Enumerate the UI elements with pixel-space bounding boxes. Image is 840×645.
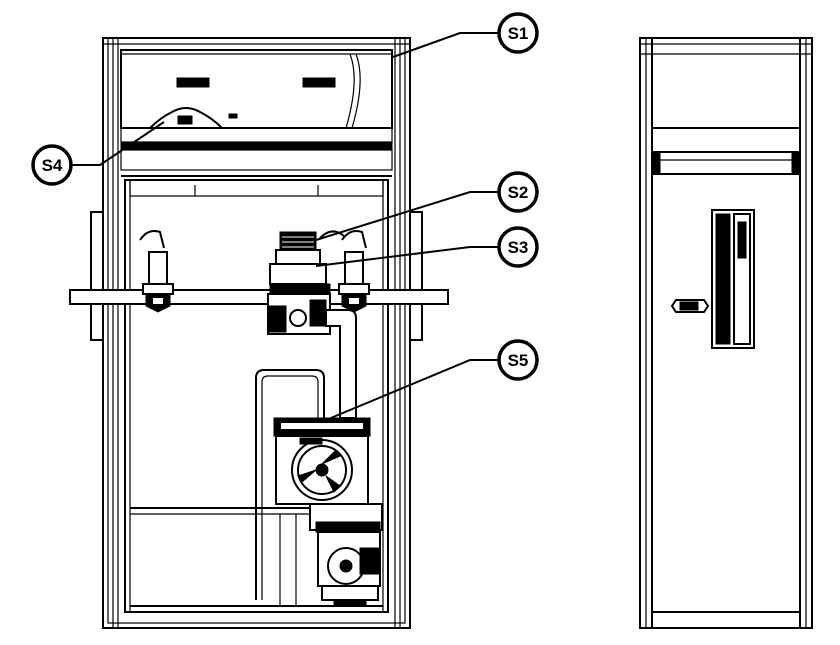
side-access-slot [711, 209, 755, 349]
control-compartment [120, 49, 393, 129]
callout-s1-label: S1 [508, 24, 529, 43]
leader-s3 [315, 246, 500, 267]
side-cabinet-outer [639, 37, 813, 629]
right-solenoid-valve [338, 230, 370, 313]
callout-s2-label: S2 [508, 183, 529, 202]
central-gas-valve [267, 230, 345, 335]
callout-s4: S4 [31, 144, 73, 186]
gas-manifold-pipe [69, 289, 449, 305]
leader-s5 [325, 359, 500, 421]
u-tube-outer [255, 369, 325, 600]
combustion-blower [273, 417, 371, 505]
gas-supply-pipe [325, 309, 357, 419]
leader-s4 [70, 121, 165, 166]
leader-s2 [315, 191, 500, 241]
front-cabinet-inner-edge [107, 37, 406, 624]
callout-s2: S2 [497, 171, 539, 213]
front-view-cabinet [69, 37, 449, 629]
callout-s3: S3 [497, 226, 539, 268]
leader-lines [70, 32, 500, 421]
control-slot-left [176, 77, 210, 88]
control-slot-right [302, 77, 336, 88]
side-view-cabinet [639, 37, 813, 629]
callout-s3-label: S3 [508, 238, 529, 257]
right-side-bracket [409, 211, 423, 341]
left-solenoid-valve [139, 230, 174, 313]
callout-s5: S5 [497, 339, 539, 381]
callout-s4-label: S4 [42, 156, 63, 175]
callout-s5-label: S5 [508, 351, 529, 370]
circulator-pump [309, 503, 383, 607]
left-side-bracket [90, 211, 104, 341]
leader-s1 [392, 32, 500, 58]
callout-s1: S1 [497, 12, 539, 54]
